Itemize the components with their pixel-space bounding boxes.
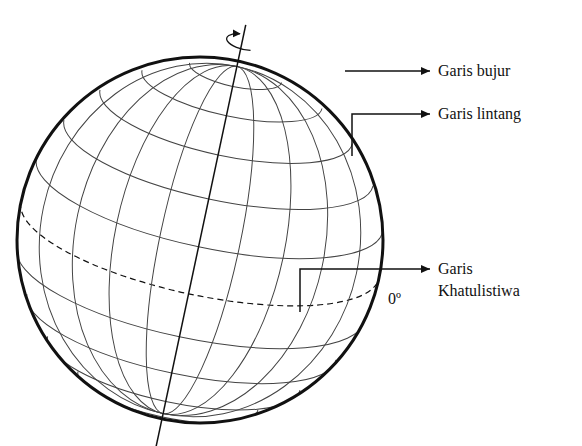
rotation-arrow: [225, 31, 253, 51]
rotation-axis: [150, 25, 246, 446]
grid-lines: [0, 28, 416, 446]
degree-label: 0º: [386, 288, 403, 310]
leader-lines: [300, 71, 430, 312]
globe-outline: [17, 57, 383, 423]
latitude-label: Garis lintang: [436, 103, 523, 125]
longitude-label: Garis bujur: [436, 60, 512, 82]
equator-label: Garis Khatulistiwa: [436, 258, 552, 302]
